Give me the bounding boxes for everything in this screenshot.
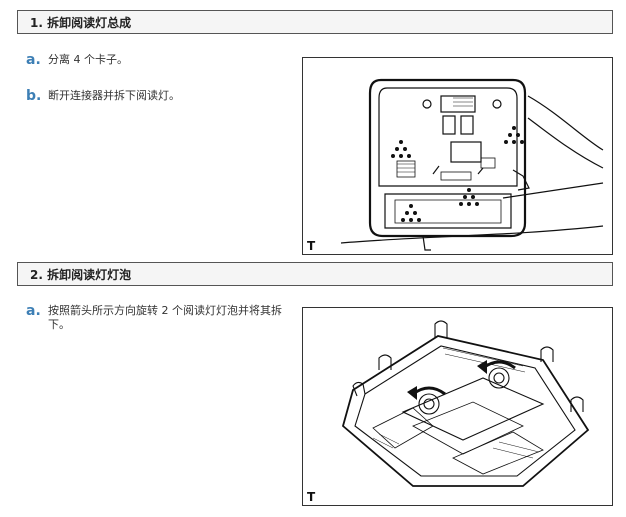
reading-light-assembly-illustration [340,78,604,251]
step-text: 按照箭头所示方向旋转 2 个阅读灯灯泡并将其拆下。 [48,304,282,331]
figure-tag: T [307,490,316,504]
section-1-title: 1. 拆卸阅读灯总成 [30,15,132,30]
step-text: 分离 4 个卡子。 [48,53,128,66]
section-2-header: 2. 拆卸阅读灯灯泡 [17,262,613,286]
section-1-step-b: b. 断开连接器并拆下阅读灯。 [26,89,283,103]
step-letter: a. [26,52,41,68]
reading-light-bulb-illustration [341,320,590,487]
section-2-step-a: a. 按照箭头所示方向旋转 2 个阅读灯灯泡并将其拆下。 [26,304,283,332]
step-letter: a. [26,303,41,319]
step-text: 断开连接器并拆下阅读灯。 [48,89,180,102]
step-letter: b. [26,88,42,104]
figure-reading-light-bulbs: T [302,307,613,506]
figure-reading-light-assembly: T [302,57,613,255]
section-2-title: 2. 拆卸阅读灯灯泡 [30,267,132,282]
figure-tag: T [307,239,316,253]
section-1-step-a: a. 分离 4 个卡子。 [26,53,283,67]
section-1-header: 1. 拆卸阅读灯总成 [17,10,613,34]
